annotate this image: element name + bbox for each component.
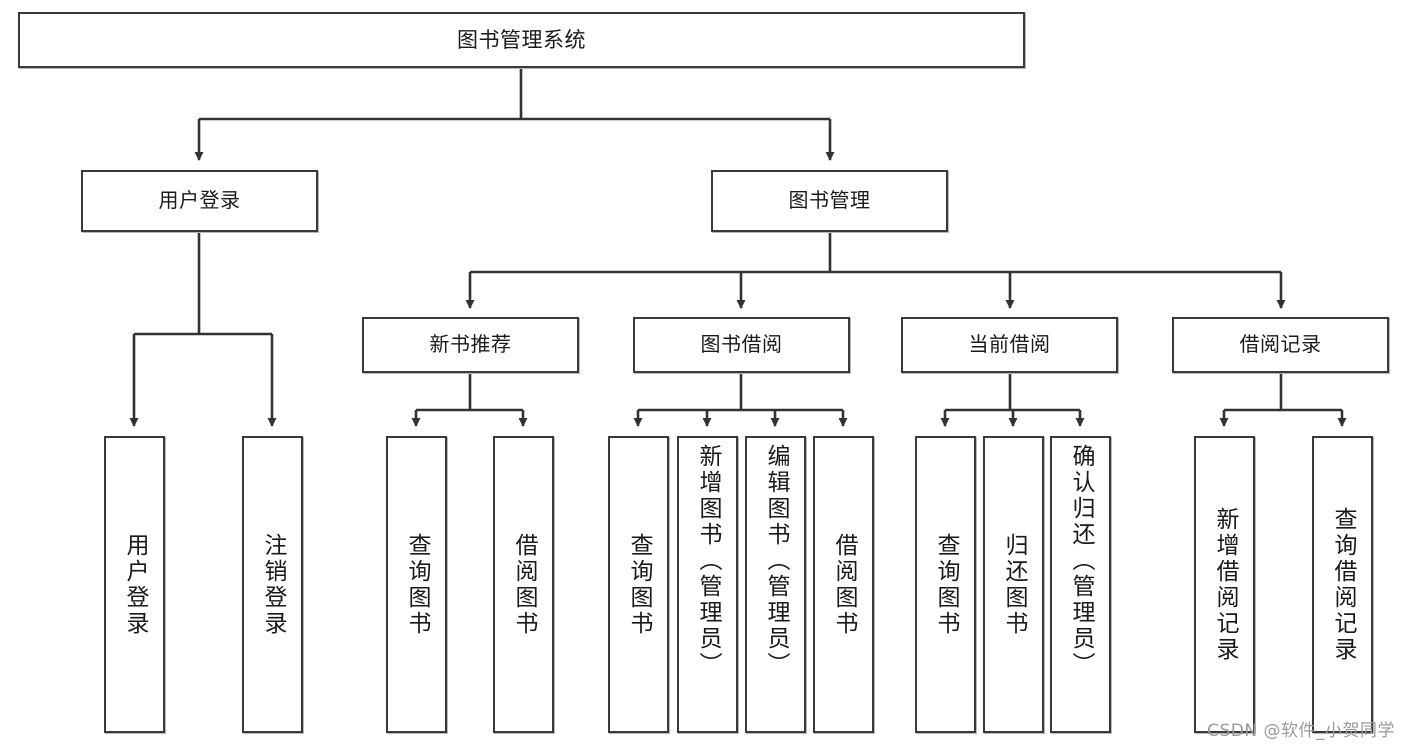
node-label: 新增图书（管理员）: [695, 444, 721, 678]
leaf-current-query-book[interactable]: 查询图书: [915, 436, 976, 733]
node-label: 用户登录: [122, 532, 148, 637]
leaf-record-add-record[interactable]: 新增借阅记录: [1194, 436, 1255, 733]
node-root-system[interactable]: 图书管理系统: [18, 12, 1025, 68]
leaf-current-confirm-return[interactable]: 确认归还（管理员）: [1050, 436, 1111, 733]
node-label: 当前借阅: [968, 332, 1051, 357]
node-label: 确认归还（管理员）: [1068, 444, 1094, 678]
node-label: 注销登录: [260, 532, 286, 637]
node-label: 图书借阅: [700, 332, 783, 357]
node-label: 新书推荐: [429, 332, 512, 357]
leaf-borrow-add-book[interactable]: 新增图书（管理员）: [677, 436, 738, 733]
node-label: 新增借阅记录: [1212, 506, 1238, 663]
node-label: 查询图书: [933, 532, 959, 637]
node-label: 借阅图书: [511, 532, 537, 637]
node-label: 用户登录: [158, 188, 241, 213]
leaf-record-query-record[interactable]: 查询借阅记录: [1312, 436, 1373, 733]
leaf-newbook-borrow-book[interactable]: 借阅图书: [493, 436, 554, 733]
node-user-login[interactable]: 用户登录: [81, 170, 318, 232]
leaf-user-logout[interactable]: 注销登录: [242, 436, 303, 733]
leaf-current-return-book[interactable]: 归还图书: [983, 436, 1044, 733]
node-label: 图书管理: [788, 188, 871, 213]
node-book-borrow[interactable]: 图书借阅: [633, 317, 850, 373]
node-label: 借阅记录: [1239, 332, 1322, 357]
node-label: 查询图书: [404, 532, 430, 637]
leaf-borrow-edit-book[interactable]: 编辑图书（管理员）: [745, 436, 806, 733]
leaf-borrow-borrow-book[interactable]: 借阅图书: [813, 436, 874, 733]
watermark-text: CSDN @软件_小贺同学: [1207, 721, 1395, 741]
node-new-book-recommend[interactable]: 新书推荐: [362, 317, 579, 373]
node-label: 借阅图书: [831, 532, 857, 637]
node-label: 查询借阅记录: [1330, 506, 1356, 663]
node-borrow-record[interactable]: 借阅记录: [1172, 317, 1389, 373]
leaf-borrow-query-book[interactable]: 查询图书: [608, 436, 669, 733]
node-label: 归还图书: [1001, 532, 1027, 637]
leaf-user-login[interactable]: 用户登录: [104, 436, 165, 733]
node-label: 编辑图书（管理员）: [763, 444, 789, 678]
node-label: 查询图书: [626, 532, 652, 637]
leaf-newbook-query-book[interactable]: 查询图书: [386, 436, 447, 733]
node-current-borrow[interactable]: 当前借阅: [901, 317, 1118, 373]
node-book-manage[interactable]: 图书管理: [711, 170, 948, 232]
node-label: 图书管理系统: [457, 27, 586, 52]
